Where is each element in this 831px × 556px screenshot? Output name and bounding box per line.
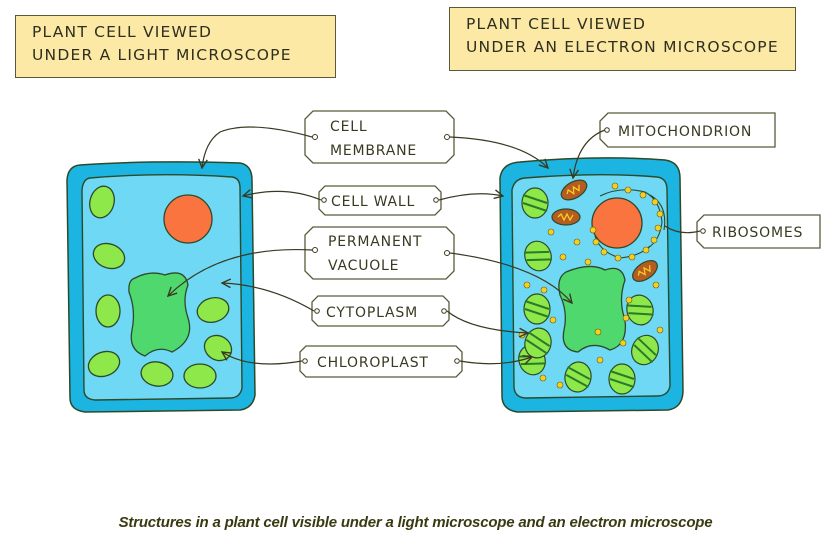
ribosome [624, 186, 632, 194]
electron-mitochondria [551, 179, 658, 282]
electron-chloroplasts [517, 187, 659, 395]
electron-ribosomes [518, 182, 664, 389]
arrow-cytoplasm-left [222, 283, 315, 312]
chloroplast [524, 327, 552, 359]
ribosome [600, 248, 608, 256]
light-chloroplast [89, 185, 115, 219]
ribosome [573, 238, 581, 246]
ribosome [549, 316, 557, 324]
ribosome [639, 191, 647, 199]
title-electron-microscope: PLANT CELL VIEWED UNDER AN ELECTRON MICR… [449, 7, 796, 71]
label-cell-wall: CELL WALL [318, 185, 442, 216]
arrow-vacuole-right [449, 252, 572, 303]
label-cytoplasm: CYTOPLASM [311, 295, 450, 327]
chloroplast [608, 363, 636, 395]
ribosome [625, 296, 633, 304]
title-light-line1: PLANT CELL VIEWED [32, 23, 213, 41]
electron-nucleus [591, 197, 643, 249]
light-chloroplast [183, 363, 217, 389]
light-chloroplast [140, 361, 174, 387]
label-cytoplasm-text: CYTOPLASM [326, 305, 418, 321]
ribosome [656, 210, 664, 218]
chloroplast [564, 361, 592, 393]
title-light-line2: UNDER A LIGHT MICROSCOPE [32, 46, 292, 64]
mitochondrion [560, 179, 588, 201]
ribosome [584, 258, 592, 266]
arrow-membrane-right [449, 136, 548, 168]
arrow-chloroplast-left [222, 352, 303, 365]
label-cell-membrane-line1: CELL [330, 119, 367, 135]
arrow-ribosomes [664, 225, 701, 234]
label-permanent-vacuole-line2: VACUOLE [328, 258, 399, 274]
label-cell-membrane: CELL MEMBRANE [304, 110, 455, 164]
chloroplast [523, 240, 553, 272]
arrow-wall-right [438, 194, 503, 201]
light-chloroplast [196, 297, 230, 323]
arrow-vacuole-left [168, 248, 313, 296]
label-chloroplast: CHLOROPLAST [299, 345, 463, 378]
title-light-microscope: PLANT CELL VIEWED UNDER A LIGHT MICROSCO… [15, 15, 336, 78]
ribosome [614, 254, 622, 262]
ribosome [589, 226, 597, 234]
ribosome [650, 236, 658, 244]
label-mitochondrion: MITOCHONDRION [599, 112, 776, 148]
leader-lines [168, 126, 701, 365]
ribosome [523, 281, 531, 289]
ribosome [642, 246, 650, 254]
ribosome [622, 314, 630, 322]
light-chloroplast [95, 294, 121, 328]
label-chloroplast-text: CHLOROPLAST [317, 355, 429, 371]
ribosome [594, 328, 602, 336]
arrow-wall-left [243, 191, 322, 201]
ribosome [651, 198, 659, 206]
electron-cell [499, 157, 684, 413]
light-chloroplast [92, 242, 126, 270]
light-chloroplast [87, 350, 121, 378]
ribosome [652, 281, 660, 289]
title-electron-line2: UNDER AN ELECTRON MICROSCOPE [466, 38, 779, 56]
label-cell-wall-text: CELL WALL [331, 194, 415, 210]
mitochondrion [551, 208, 581, 226]
ribosome [547, 228, 555, 236]
figure-caption: Structures in a plant cell visible under… [118, 514, 713, 531]
electron-vacuole [558, 265, 627, 353]
ribosome [656, 326, 664, 334]
label-ribosomes-text: RIBOSOMES [712, 225, 803, 241]
ribosome [628, 253, 636, 261]
label-mitochondrion-text: MITOCHONDRION [618, 124, 752, 140]
ribosome [592, 238, 600, 246]
arrow-chloroplast-right [459, 357, 532, 364]
title-electron-line1: PLANT CELL VIEWED [466, 15, 647, 33]
label-ribosomes: RIBOSOMES [696, 214, 821, 249]
arrow-mitochondrion [573, 129, 606, 178]
chloroplast [631, 334, 659, 366]
label-permanent-vacuole-line1: PERMANENT [328, 234, 422, 250]
chloroplast [626, 294, 654, 326]
light-cell [66, 161, 256, 413]
label-permanent-vacuole: PERMANENT VACUOLE [304, 226, 455, 280]
light-nucleus [163, 194, 213, 244]
chloroplast [521, 187, 549, 219]
ribosome [559, 253, 567, 261]
chloroplast [523, 293, 551, 325]
arrow-cytoplasm-right [446, 310, 528, 333]
ribosome [540, 286, 548, 294]
ribosome [539, 374, 547, 382]
ribosome [596, 356, 604, 364]
ribosome [619, 339, 627, 347]
mitochondrion [632, 260, 658, 282]
arrow-membrane-left [202, 126, 313, 168]
ribosome [556, 381, 564, 389]
ribosome [654, 224, 662, 232]
label-cell-membrane-line2: MEMBRANE [330, 143, 417, 159]
ribosome [611, 182, 619, 190]
